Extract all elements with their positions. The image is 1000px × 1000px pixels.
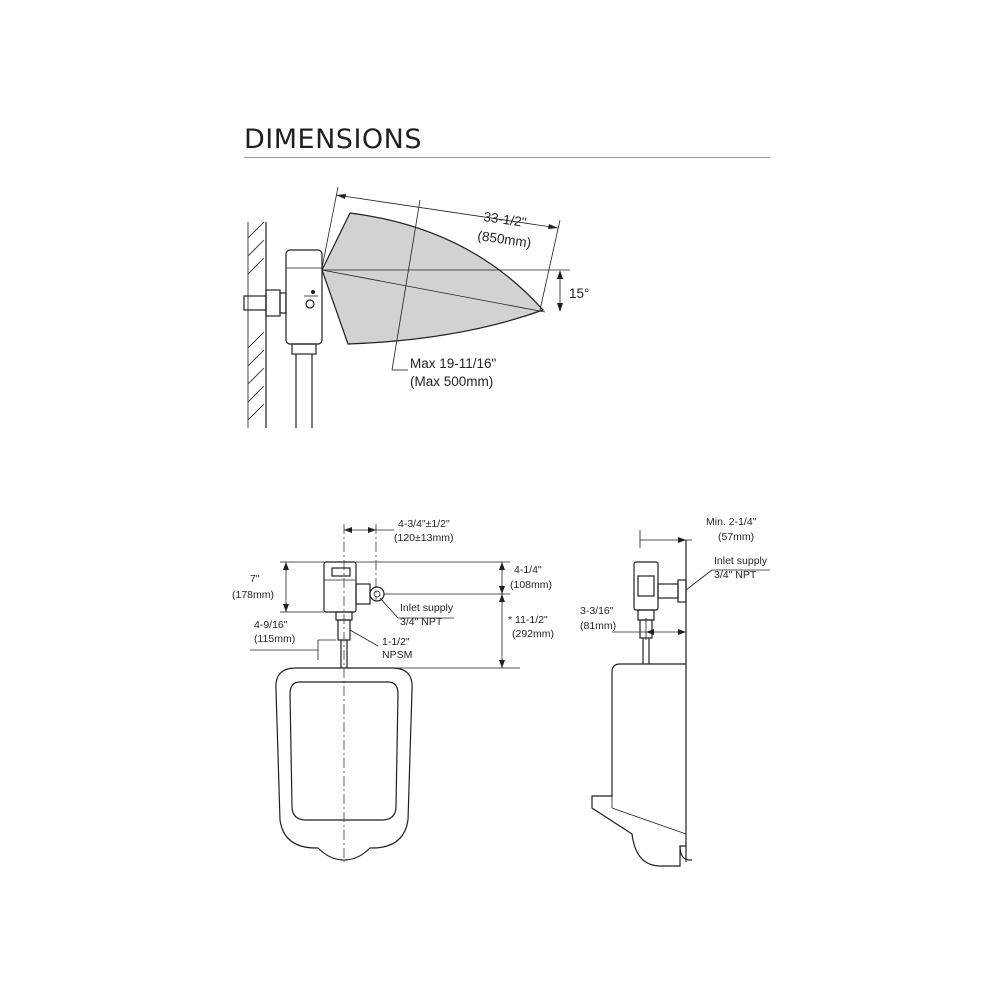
spud-type-label: NPSM [382, 649, 412, 661]
side-inlet-size-label: 3/4" NPT [714, 569, 757, 581]
urinal-side-outline [591, 663, 686, 867]
front-depth-metric-label: (115mm) [254, 633, 295, 645]
range-imperial-label: 33-1/2" [483, 209, 528, 230]
side-offset-metric-label: (81mm) [580, 620, 616, 632]
angle-label: 15° [569, 286, 589, 301]
spud-size-label: 1-1/2" [382, 636, 410, 648]
max-distance-metric-label: (Max 500mm) [410, 374, 493, 389]
sensor-axis-line [321, 269, 546, 313]
front-top-imperial-label: 4-1/4" [514, 564, 542, 576]
side-min-metric-label: (57mm) [718, 531, 754, 543]
front-offset-metric-label: (120±13mm) [394, 532, 453, 544]
front-inlet-size-label: 3/4" NPT [400, 616, 443, 628]
spud-height-metric-label: (292mm) [512, 628, 554, 640]
side-min-imperial-label: Min. 2-1/4" [706, 516, 757, 528]
range-metric-label: (850mm) [477, 228, 533, 250]
supply-stop-pipe [243, 289, 287, 317]
spud-height-imperial-label: * 11-1/2" [508, 614, 548, 626]
urinal-front-outline [275, 667, 413, 861]
front-offset-imperial-label: 4-3/4"±1/2" [398, 518, 450, 530]
side-inlet-label: Inlet supply [714, 555, 768, 567]
front-valve-body [323, 561, 357, 613]
max-distance-imperial-label: Max 19-11/16" [410, 356, 497, 371]
page-title: DIMENSIONS [244, 124, 422, 155]
front-height-metric-label: (178mm) [232, 589, 274, 601]
front-height-imperial-label: 7" [250, 573, 260, 585]
flush-valve-body [285, 249, 323, 428]
side-offset-imperial-label: 3-3/16" [580, 605, 614, 617]
front-view-diagram: 4-3/4"±1/2" (120±13mm) 7" (178mm) 4-9/16… [232, 518, 554, 862]
wall-hatch [247, 221, 267, 428]
front-inlet-label: Inlet supply [400, 602, 454, 614]
front-depth-imperial-label: 4-9/16" [254, 619, 288, 631]
title-rule [244, 157, 770, 158]
sensor-detection-diagram: 33-1/2" (850mm) 15° Max 19-11/16" (Max 5… [243, 186, 589, 428]
side-view-diagram: Min. 2-1/4" (57mm) Inlet supply 3/4" NPT… [580, 516, 770, 867]
detection-zone [321, 212, 545, 345]
front-top-metric-label: (108mm) [510, 579, 552, 591]
